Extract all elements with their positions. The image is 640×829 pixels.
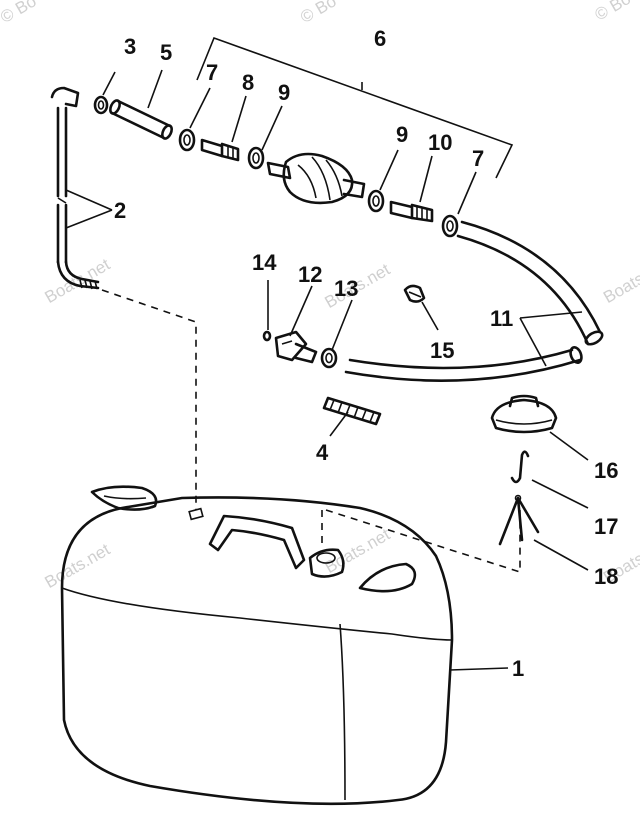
callout-11: 11 (490, 306, 513, 331)
assembly-dash-lines (101, 289, 521, 574)
leader-lines (65, 69, 589, 671)
part-8-connector (200, 138, 240, 162)
part-7-clamp-right (441, 214, 459, 238)
callout-15: 15 (430, 338, 454, 363)
part-14-o-ring (262, 330, 272, 342)
callout-labels: 1 2 3 4 5 6 7 8 9 9 10 7 11 12 13 14 15 … (114, 26, 618, 681)
callout-18: 18 (594, 564, 618, 589)
watermark-top-left: © Bo (0, 0, 40, 27)
callout-8: 8 (242, 70, 254, 95)
callout-9-left: 9 (278, 80, 290, 105)
callout-17: 17 (594, 514, 618, 539)
callout-16: 16 (594, 458, 618, 483)
part-11-fuel-hose (344, 220, 604, 382)
part-3-clamp (93, 95, 109, 115)
watermark-top-center: © Bo (297, 0, 339, 27)
callout-9-right: 9 (396, 122, 408, 147)
callout-2: 2 (114, 198, 126, 223)
callout-14: 14 (252, 250, 277, 275)
callout-7-right: 7 (472, 146, 484, 171)
part-13-clamp (320, 347, 338, 369)
callout-1: 1 (512, 656, 524, 681)
part-5-short-hose (109, 99, 173, 140)
part-4-filter (322, 396, 382, 426)
assembly-6-bracket (196, 36, 514, 179)
part-9-clamp-left (247, 146, 265, 170)
callout-3: 3 (124, 34, 136, 59)
watermark-left-lower: Boats.net (42, 540, 114, 593)
part-10-connector (389, 200, 434, 223)
part-12-tank-connector (274, 330, 318, 364)
part-15-vent-screw (403, 284, 426, 303)
part-17-hook (510, 450, 530, 484)
watermark-top-right: © Bo (592, 0, 634, 24)
watermark-right-upper: Boats.net (600, 255, 640, 308)
callout-7-left: 7 (206, 60, 218, 85)
callout-6: 6 (374, 26, 386, 51)
part-18-chain (498, 494, 540, 546)
watermark-left-upper: Boats.net (42, 255, 114, 308)
callout-13: 13 (334, 276, 358, 301)
primer-bulb (266, 152, 366, 205)
callout-5: 5 (160, 40, 172, 65)
part-1-fuel-tank (60, 485, 454, 806)
callout-10: 10 (428, 130, 452, 155)
callout-4: 4 (316, 440, 329, 465)
part-2-pickup-tube (50, 86, 100, 290)
callout-12: 12 (298, 262, 322, 287)
part-9-clamp-right (367, 189, 385, 213)
part-16-filler-cap (490, 394, 558, 434)
part-7-clamp-left (178, 128, 196, 152)
